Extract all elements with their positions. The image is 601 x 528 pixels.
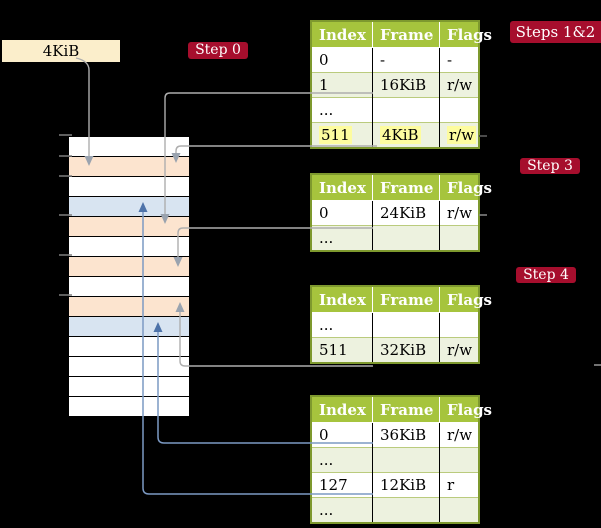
cell-flags: r/w — [439, 122, 479, 148]
cell-frame: 24KiB — [372, 200, 440, 226]
column-header-frame: Frame — [372, 21, 440, 48]
page-table-level-2: Index Frame Flags 0 24KiB r/w ... — [310, 173, 492, 252]
column-header-flags: Flags — [439, 286, 492, 313]
cell-index: 511 — [311, 122, 373, 148]
cell-index: ... — [311, 312, 373, 338]
cell-flags: r/w — [447, 204, 473, 222]
cell-flags: r/w — [447, 426, 473, 444]
table-header-row: Index Frame Flags — [311, 21, 492, 48]
cell-frame: 4KiB — [372, 122, 440, 148]
page-table-level-4: Index Frame Flags 0 36KiB r/w ... 127 12… — [310, 395, 492, 524]
cell-index: ... — [311, 497, 373, 523]
page-table-level-1: Index Frame Flags 0 - - 1 16KiB r/w ... — [310, 20, 492, 149]
table-header-row: Index Frame Flags — [311, 396, 492, 423]
table-row: 511 32KiB r/w — [311, 337, 479, 363]
column-header-frame: Frame — [372, 286, 440, 313]
cell-frame: - — [372, 47, 440, 73]
column-header-flags: Flags — [439, 396, 492, 423]
table-row: ... — [311, 225, 479, 251]
cell-index: ... — [311, 97, 373, 123]
cell-frame — [372, 447, 440, 473]
column-header-frame: Frame — [372, 396, 440, 423]
column-header-frame: Frame — [372, 174, 440, 201]
badge-steps-1-2: Steps 1&2 — [510, 21, 601, 43]
table-row: ... — [311, 97, 479, 123]
table-header-row: Index Frame Flags — [311, 286, 492, 313]
memory-row-peach — [69, 257, 189, 277]
table-row: ... — [311, 497, 479, 523]
cell-index: 0 — [311, 200, 373, 226]
table-row: ... — [311, 447, 479, 473]
table-header-row: Index Frame Flags — [311, 174, 492, 201]
cell-frame: 32KiB — [372, 337, 440, 363]
memory-row-blue — [69, 317, 189, 337]
cell-frame: 12KiB — [372, 472, 440, 498]
memory-row-white — [69, 337, 189, 357]
physical-memory-column — [68, 136, 190, 417]
column-header-index: Index — [311, 174, 373, 201]
cell-flags — [439, 497, 479, 523]
cell-frame — [372, 312, 440, 338]
cell-index: 1 — [311, 72, 373, 98]
cell-flags — [439, 225, 479, 251]
cell-frame: 16KiB — [372, 72, 440, 98]
table-row-highlighted: 511 4KiB r/w — [311, 122, 479, 148]
memory-row-peach — [69, 297, 189, 317]
table-row: 1 16KiB r/w — [311, 72, 479, 98]
highlighted-value: r/w — [447, 126, 477, 144]
page-size-label: 4KiB — [2, 40, 120, 62]
cell-index: 127 — [311, 472, 373, 498]
memory-row-peach — [69, 157, 189, 177]
column-header-index: Index — [311, 286, 373, 313]
cell-index: ... — [311, 447, 373, 473]
cell-frame: 36KiB — [372, 422, 440, 448]
memory-row-white — [69, 357, 189, 377]
highlighted-value: 4KiB — [380, 126, 421, 144]
memory-row-white — [69, 277, 189, 297]
highlighted-value: 511 — [319, 126, 352, 144]
memory-row-white — [69, 237, 189, 257]
cell-index: ... — [311, 225, 373, 251]
cell-index: 0 — [311, 422, 373, 448]
cell-index: 511 — [311, 337, 373, 363]
table-row: 0 - - — [311, 47, 479, 73]
table-row: ... — [311, 312, 480, 338]
cell-flags — [440, 313, 480, 338]
cell-flags: r/w — [439, 72, 479, 98]
table-row: 0 24KiB r/w — [311, 200, 479, 226]
column-header-flags: Flags — [439, 21, 492, 48]
cell-frame — [372, 97, 440, 123]
memory-row-white — [69, 377, 189, 397]
cell-flags: r — [439, 472, 479, 498]
memory-row-peach — [69, 217, 189, 237]
cell-frame — [372, 497, 440, 523]
memory-row-blue — [69, 197, 189, 217]
column-header-flags: Flags — [439, 174, 492, 201]
table-row: 0 36KiB r/w — [311, 422, 479, 448]
badge-step-3: Step 3 — [520, 158, 580, 174]
cell-flags: r/w — [439, 337, 479, 363]
cell-frame — [372, 225, 440, 251]
page-table-level-3: Index Frame Flags ... 511 32KiB r/w — [310, 285, 492, 364]
cell-flags — [439, 447, 479, 473]
memory-row-white — [69, 137, 189, 157]
badge-step-4: Step 4 — [516, 267, 576, 283]
table-row: 127 12KiB r — [311, 472, 479, 498]
cell-index: 0 — [311, 47, 373, 73]
cell-flags — [439, 97, 479, 123]
badge-step-0: Step 0 — [188, 42, 248, 59]
memory-row-white — [69, 397, 189, 416]
column-header-index: Index — [311, 21, 373, 48]
memory-row-white — [69, 177, 189, 197]
cell-flags: - — [447, 51, 453, 69]
column-header-index: Index — [311, 396, 373, 423]
